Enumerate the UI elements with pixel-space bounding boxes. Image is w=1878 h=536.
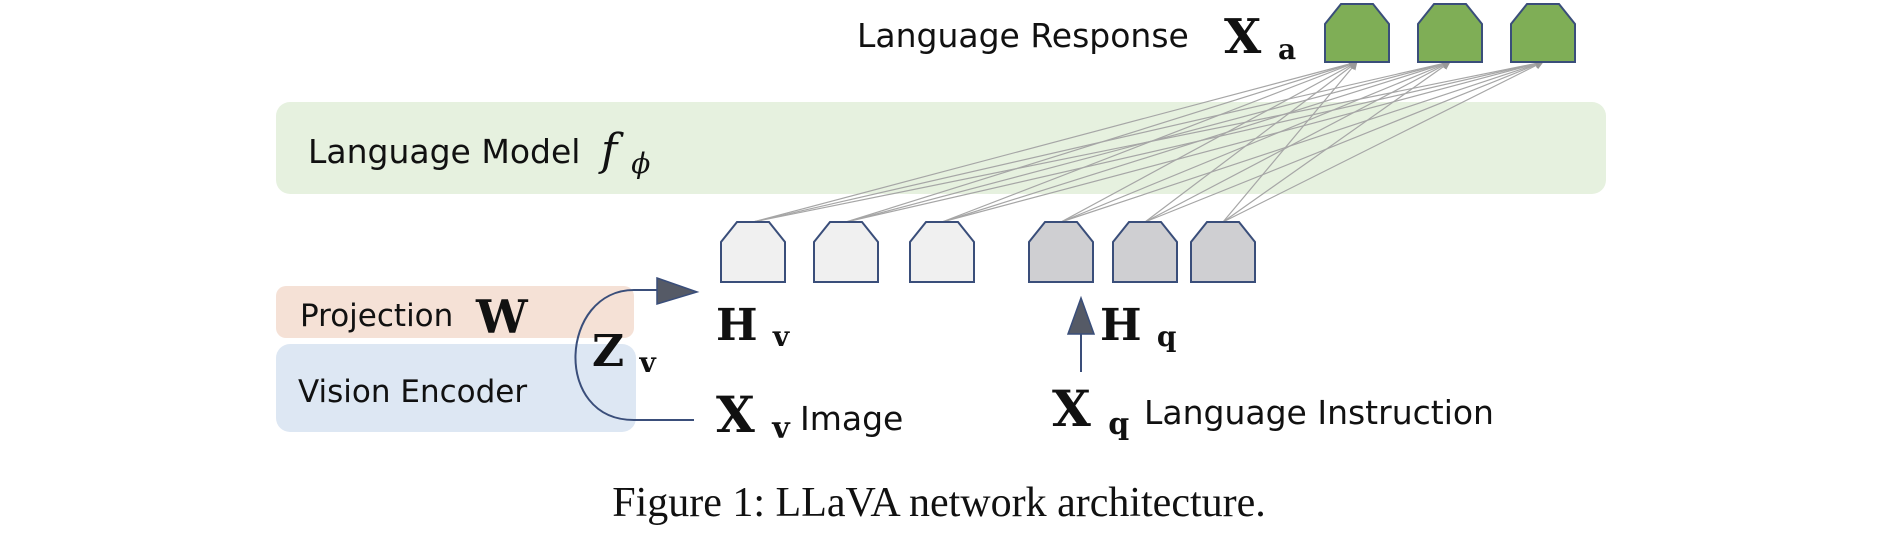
zv-connector-curve [574,289,694,421]
token-connections [752,59,1544,223]
connection-line-4-1 [1060,61,1358,223]
vision-encoder-label: Vision Encoder [298,374,527,410]
connection-line-6-2 [1222,61,1451,223]
connection-line-6-1 [1222,61,1358,223]
connection-line-3-1 [941,60,1358,223]
language-response-label: Language Response [857,16,1189,55]
language-model-label: Language Model [308,132,580,171]
connection-line-5-2 [1144,61,1451,223]
instruction-token-3 [1190,221,1256,283]
visual-token-3 [909,221,975,283]
connection-line-5-1 [1144,61,1358,223]
w-symbol: W [475,290,529,344]
vision-encoder-box [276,344,636,432]
zv-arrowhead [656,276,700,306]
xa-symbol: X a [1224,9,1296,66]
connection-line-5-3 [1144,60,1544,223]
connection-line-4-3 [1060,60,1544,223]
instruction-token-1 [1028,221,1094,283]
xv-symbol: X v [716,385,791,446]
projection-box [276,286,634,338]
xq-symbol: X q [1052,379,1129,442]
instruction-token-2 [1112,221,1178,283]
response-token-3 [1510,3,1576,63]
visual-token-2 [813,221,879,283]
zv-symbol: Z v [592,326,656,379]
hq-symbol: H q [1100,300,1176,353]
response-token-2 [1417,3,1483,63]
language-instruction-label: Language Instruction [1144,393,1494,432]
hv-symbol: H v [716,300,790,353]
connection-line-6-3 [1222,61,1544,223]
connection-line-3-3 [941,59,1544,223]
connection-line-4-2 [1060,60,1451,223]
connection-line-3-2 [941,60,1451,223]
visual-token-1 [720,221,786,283]
projection-label: Projection [300,298,453,334]
connection-line-2-1 [845,60,1358,223]
xq-arrowhead [1066,295,1096,335]
response-token-1 [1324,3,1390,63]
figure-caption: Figure 1: LLaVA network architecture. [612,480,1266,526]
connection-line-1-1 [752,59,1358,223]
image-label: Image [800,399,903,438]
f-phi-symbol: f ϕ [598,125,650,180]
